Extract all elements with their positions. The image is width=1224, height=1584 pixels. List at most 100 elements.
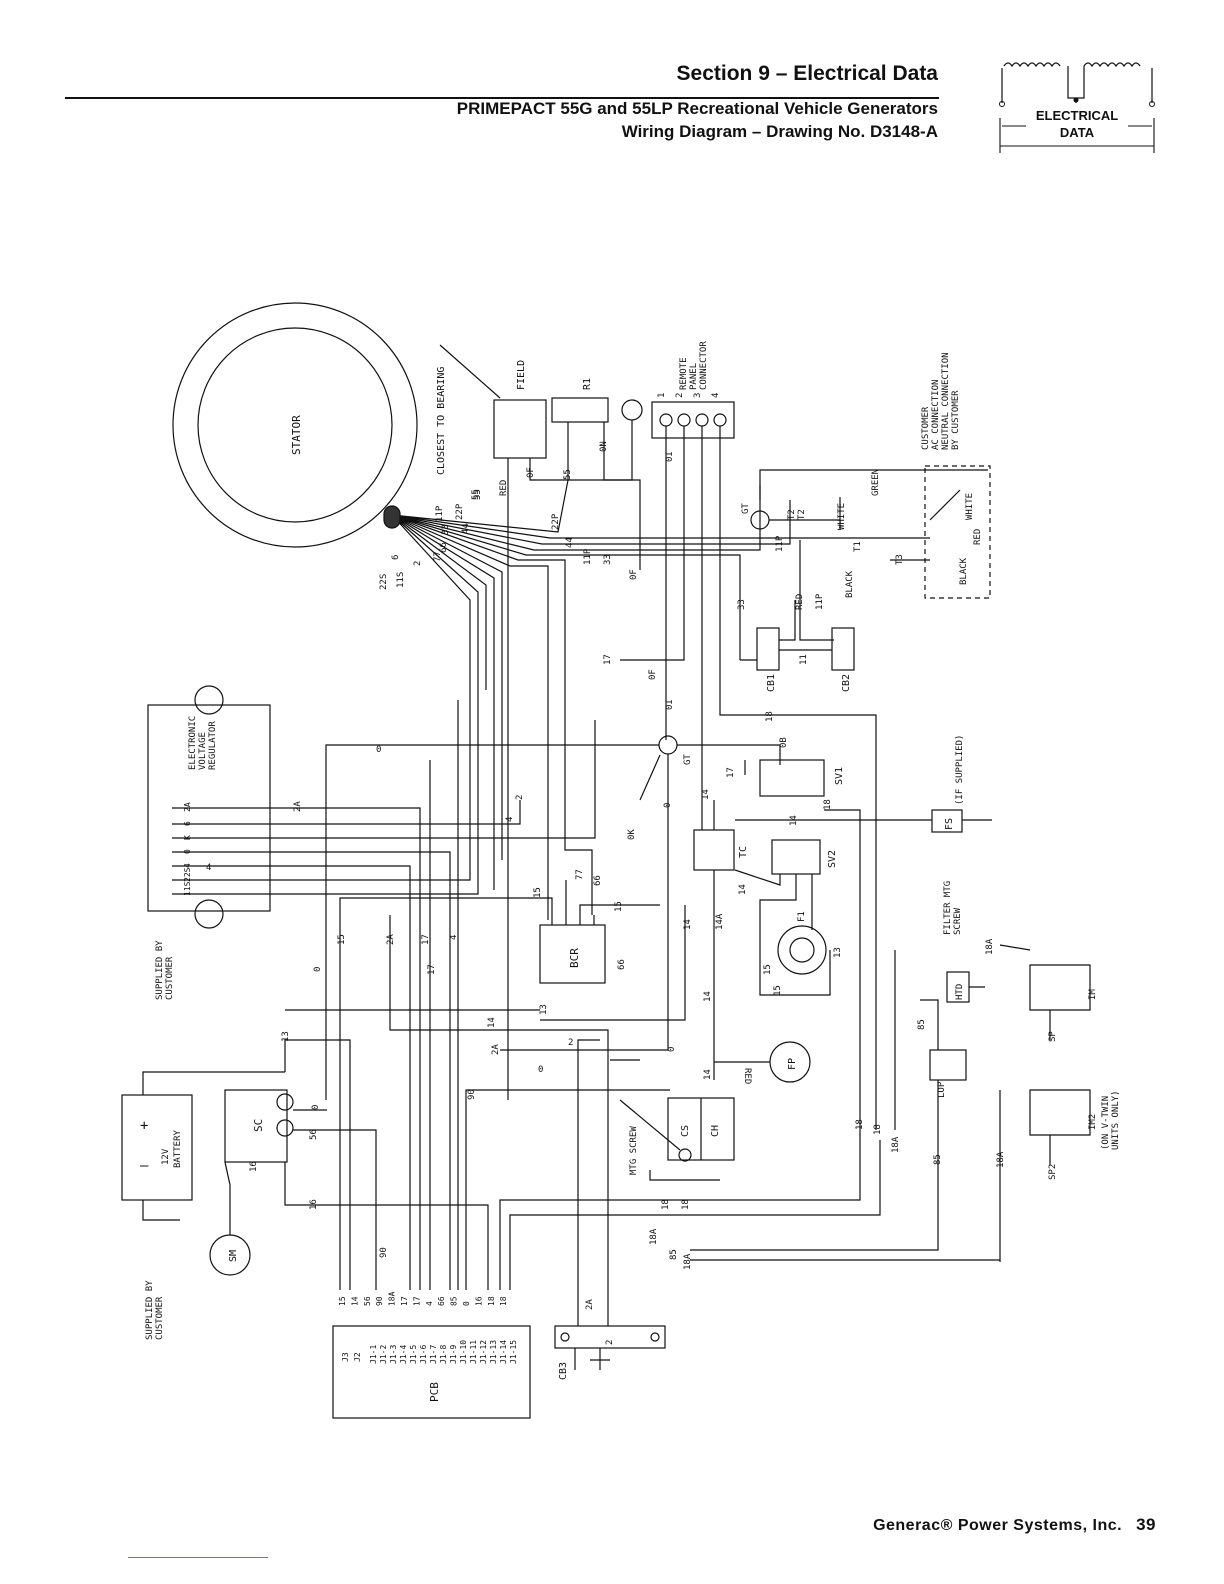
wire-label-w11: 11 xyxy=(799,654,809,665)
bcr-leads xyxy=(339,880,660,1290)
evr-pin-label: 22S xyxy=(183,867,192,882)
sc-leads xyxy=(284,1039,489,1290)
sc-label: SC xyxy=(252,1119,265,1132)
j1-pin-label: J1-10 xyxy=(459,1340,468,1364)
pcb-wire-label: 16 xyxy=(474,1296,483,1306)
wire-label-w14: 14 xyxy=(789,815,799,826)
supplied-bot-1: SUPPLIED BY xyxy=(145,1280,155,1340)
pcb-wire-label: 18 xyxy=(499,1296,508,1306)
wire-label-w0n: 0N xyxy=(599,441,609,452)
gt-middle-label: GT xyxy=(683,754,693,765)
bcr-regulator xyxy=(539,924,606,984)
wire-label-w14a: 14A xyxy=(715,913,725,930)
wire-label-w17: 17 xyxy=(726,767,736,778)
sp2-label: SP2 xyxy=(1048,1164,1058,1180)
fs-solenoid xyxy=(931,809,963,833)
wire-label-w18a: 18A xyxy=(891,1136,901,1153)
stator-lead-label: 33 xyxy=(441,524,451,535)
wire-label-w0f: 0F xyxy=(629,569,639,580)
wire-label-w17: 17 xyxy=(421,934,431,945)
field-leads xyxy=(507,458,641,1100)
im-label: IM xyxy=(1088,989,1098,1000)
pcb-wire-label: 66 xyxy=(437,1296,446,1306)
wire-label-w2: 2 xyxy=(515,795,525,800)
wire-label-w18: 18 xyxy=(823,799,833,810)
wire-label-w4: 4 xyxy=(505,817,515,822)
gt-top-label: GT xyxy=(741,503,751,514)
wire-label-w66: 66 xyxy=(617,959,627,970)
header-rule xyxy=(65,97,939,99)
wire-label-w0: 0 xyxy=(663,803,673,808)
customer-label: AC CONNECTION xyxy=(931,380,941,450)
ch-label: CH xyxy=(710,1125,721,1137)
battery-12v xyxy=(121,1094,193,1201)
sv1-solenoid xyxy=(759,759,825,797)
lop-lead xyxy=(690,999,939,1251)
evr-pin-label: 6 xyxy=(183,821,192,826)
wire-label-w0i: 0I xyxy=(665,699,675,710)
j1-pin-label: J1-8 xyxy=(439,1345,448,1364)
wire-label-w18a: 18A xyxy=(683,1253,693,1270)
cs-label: CS xyxy=(680,1125,691,1137)
wire-label-w2a: 2A xyxy=(585,1299,595,1310)
wire-label-w17: 17 xyxy=(603,654,613,665)
bearing-arrow xyxy=(439,344,501,399)
wire-label-w2: 2 xyxy=(605,1340,615,1345)
wire-label-w0k: 0K xyxy=(627,829,637,840)
wire-label-w4: 4 xyxy=(206,863,211,873)
wire-label-w44: 44 xyxy=(565,537,575,548)
wire-label-w0f: 0F xyxy=(526,467,536,478)
r1-leads xyxy=(567,420,633,481)
stator-inner-ring xyxy=(197,327,393,523)
wire-label-w14: 14 xyxy=(701,789,711,800)
wire-label-w14: 14 xyxy=(703,991,713,1002)
im2-label: IM2 xyxy=(1088,1114,1098,1130)
im2-ignition-module xyxy=(1029,1089,1091,1165)
f1-fuse xyxy=(777,925,827,975)
remote-pin-label: 2 xyxy=(675,393,685,398)
j1-pin-label: J1-6 xyxy=(419,1345,428,1364)
evr-pin-label: 11S xyxy=(183,881,192,896)
wire-label-w_black: BLACK xyxy=(959,557,969,585)
remote-panel-leads xyxy=(620,426,877,1130)
j1-pin-label: J1-5 xyxy=(409,1345,418,1364)
remote-pin-label: 1 xyxy=(657,393,667,398)
wire-label-w16: 16 xyxy=(249,1161,259,1172)
j1-pin-label: J1-4 xyxy=(399,1345,408,1364)
stator-lead-label: 55 xyxy=(473,489,483,500)
page-number: 39 xyxy=(1136,1515,1156,1534)
wire-label-w2a: 2A xyxy=(386,934,396,945)
remote-pin-label: 4 xyxy=(711,393,721,398)
evr-label: REGULATOR xyxy=(208,721,218,770)
wire-label-w90: 90 xyxy=(467,1089,477,1100)
wire-label-w0: 0 xyxy=(538,1065,543,1075)
wire-label-w15: 15 xyxy=(533,887,543,898)
sv2-solenoid xyxy=(771,839,821,875)
sv2-leads xyxy=(734,869,831,996)
customer-leads xyxy=(799,489,961,641)
pcb-wire-label: 56 xyxy=(363,1296,372,1306)
stator-lead-label: 6 xyxy=(391,555,401,560)
wire-label-w22p: 22P xyxy=(551,513,561,530)
sm-label: SM xyxy=(228,1250,239,1262)
gt-middle-leads xyxy=(325,744,781,1100)
wire-label-w13: 13 xyxy=(281,1031,291,1042)
wire-label-w0: 0 xyxy=(667,1047,677,1052)
wire-label-w13: 13 xyxy=(833,947,843,958)
j1-pin-label: J1-1 xyxy=(369,1345,378,1364)
wire-label-w18: 18 xyxy=(855,1119,865,1130)
wire-label-w_white: WHITE xyxy=(965,493,975,520)
f1-label: F1 xyxy=(797,911,807,922)
wire-label-w2a: 2A xyxy=(491,1044,501,1055)
pcb-wire-label: 14 xyxy=(350,1296,359,1306)
wire-label-w0: 0 xyxy=(311,1105,321,1110)
sm-lead xyxy=(224,1161,231,1235)
stator-lead-label: 11S xyxy=(396,572,406,588)
pcb-wire-label: 85 xyxy=(450,1296,459,1306)
pcb-wire-label: 17 xyxy=(412,1296,421,1306)
cb2-label: CB2 xyxy=(841,674,852,692)
remote-panel-label: PANEL xyxy=(689,363,699,390)
remote-panel-label: CONNECTOR xyxy=(699,341,709,390)
mtg-screw xyxy=(678,1148,692,1162)
